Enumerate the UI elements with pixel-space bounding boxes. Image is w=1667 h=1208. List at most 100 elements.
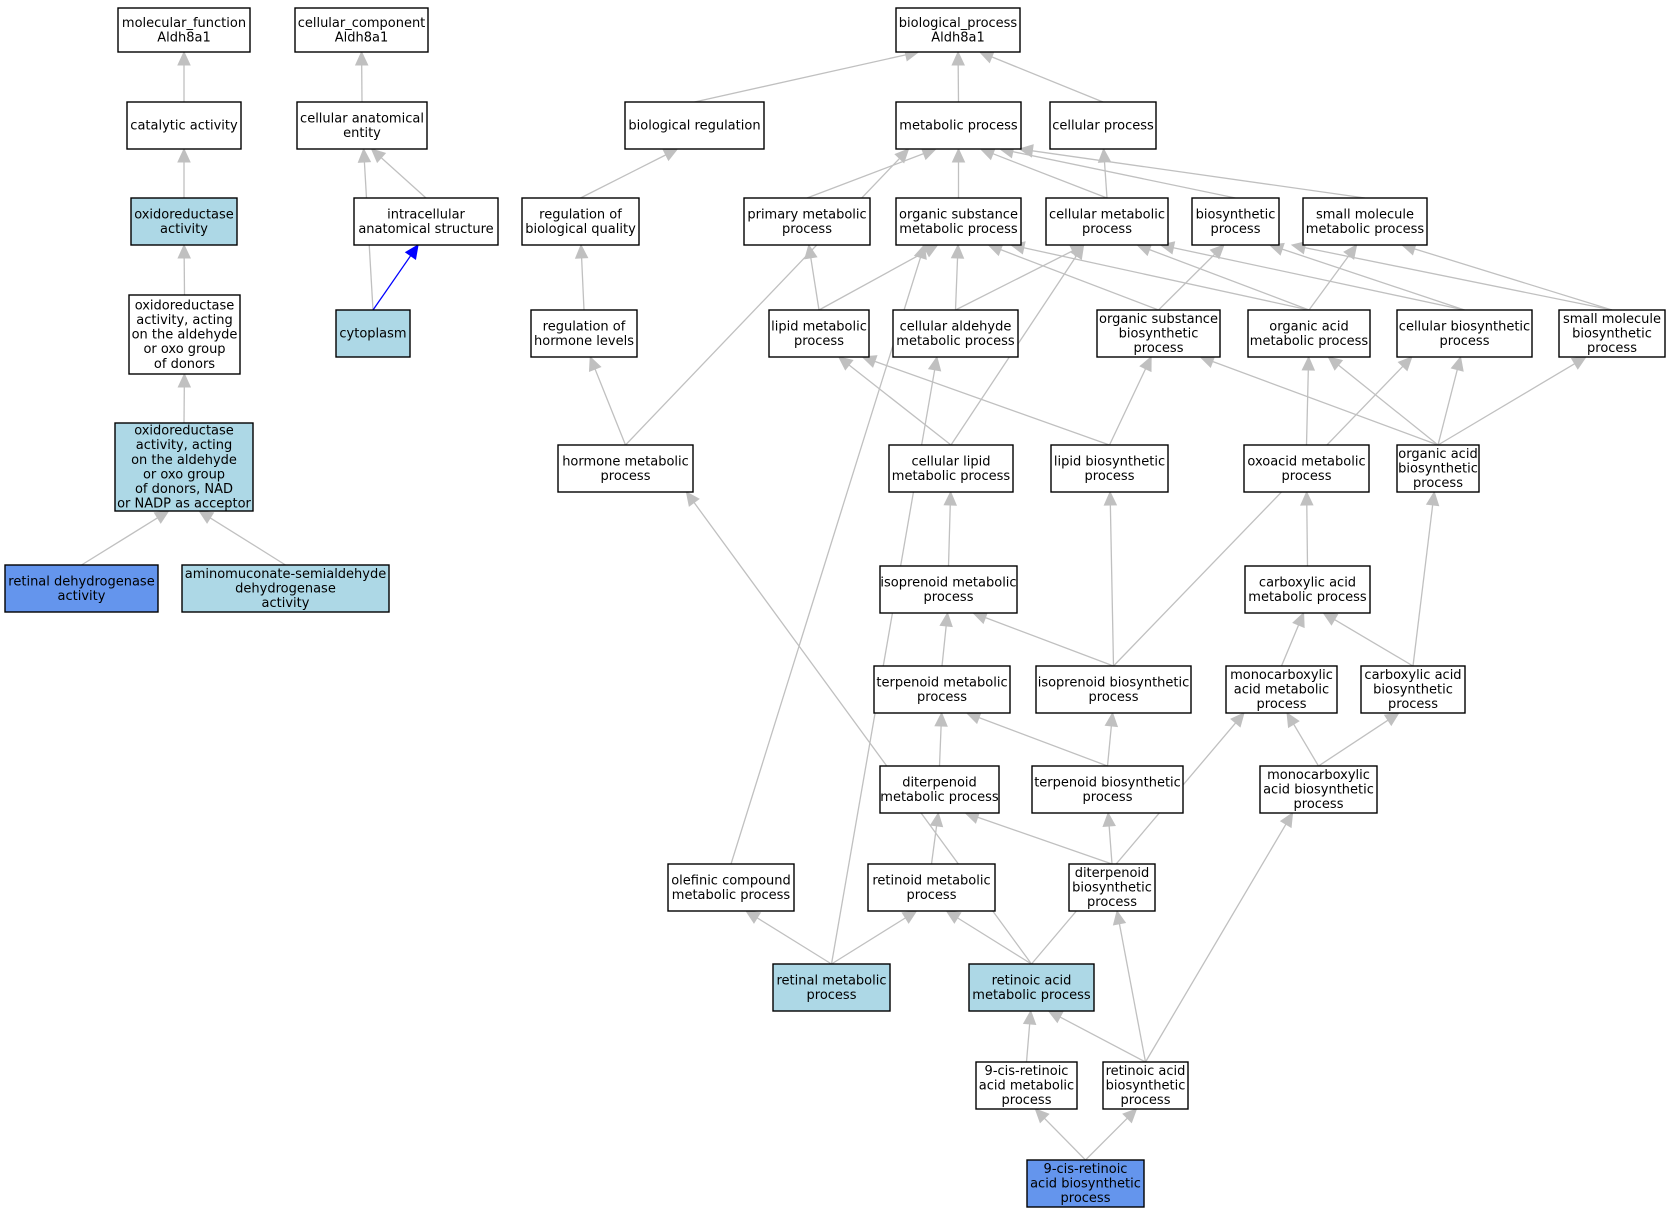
node-catalytic[interactable]: catalytic activity (126, 101, 242, 150)
edge-line (594, 368, 627, 446)
edge-line (806, 153, 924, 199)
edge-cis_ra_bios-to-ra_bios (1085, 1108, 1138, 1161)
edge-line (941, 625, 947, 667)
node-label-line: process (907, 888, 957, 903)
node-box (879, 765, 1000, 814)
node-box (521, 197, 640, 246)
node-metabolic[interactable]: metabolic process (895, 101, 1022, 150)
edge-line (1308, 255, 1350, 311)
edge-org_acid_met-to-org_sub_met (1009, 241, 1310, 311)
node-box (1247, 309, 1371, 358)
edge-arrowhead (177, 243, 191, 259)
edge-line (848, 364, 952, 446)
node-label-line: process (601, 469, 651, 484)
edge-line (947, 504, 951, 567)
node-label-line: monocarboxylic (1230, 668, 1333, 683)
node-cytoplasm[interactable]: cytoplasm (335, 309, 411, 358)
edge-arrowhead (1286, 711, 1300, 729)
node-aminomuc[interactable]: aminomuconate-semialdehydedehydrogenasea… (181, 564, 390, 613)
node-label-line: biosynthetic (1398, 462, 1478, 477)
edge-line (380, 157, 427, 199)
edge-line (810, 257, 820, 311)
node-label-line: on the aldehyde (131, 453, 237, 468)
edge-ra_met-to-monocarb_met (1031, 712, 1245, 965)
node-label-line: Aldh8a1 (335, 30, 389, 45)
node-label-line: acid metabolic (1234, 683, 1329, 698)
edge-arrowhead (951, 147, 966, 163)
edge-arrowhead (1279, 811, 1294, 829)
edge-cell_met-to-cellular (1097, 147, 1112, 199)
edge-line (991, 56, 1104, 103)
edge-line (874, 360, 1110, 446)
edge-isoprenoid_met-to-cell_lipid_met (943, 490, 958, 567)
node-label-line: metabolic process (1250, 334, 1369, 349)
edge-line (1085, 1117, 1128, 1161)
node-label-line: process (1282, 469, 1332, 484)
edge-line (1103, 161, 1108, 199)
node-label-line: process (1440, 334, 1490, 349)
node-box (888, 444, 1014, 493)
node-bio_reg[interactable]: biological regulation (624, 101, 765, 150)
node-label-line: or NADP as acceptor (117, 497, 251, 512)
node-label-line: metabolic process (972, 988, 1091, 1003)
edge-arrowhead (861, 355, 878, 368)
edge-line (1149, 248, 1310, 311)
edge-monocarb_met-to-carbox_met (1280, 611, 1305, 667)
node-cellular[interactable]: cellular process (1049, 101, 1157, 150)
node-box (130, 197, 238, 246)
edge-aminomuc-to-oxred_nad (198, 510, 286, 566)
node-label-line: process (917, 690, 967, 705)
node-label-line: regulation of (543, 319, 626, 334)
node-label-line: metabolic process (1248, 590, 1367, 605)
edge-small_mol_bios-to-biosynth (1290, 241, 1613, 311)
edge-arrowhead (1300, 490, 1314, 506)
edge-arrowhead (662, 148, 679, 162)
edge-retinal_met-to-olefinic (745, 910, 832, 965)
node-label-line: biological_process (899, 16, 1018, 31)
